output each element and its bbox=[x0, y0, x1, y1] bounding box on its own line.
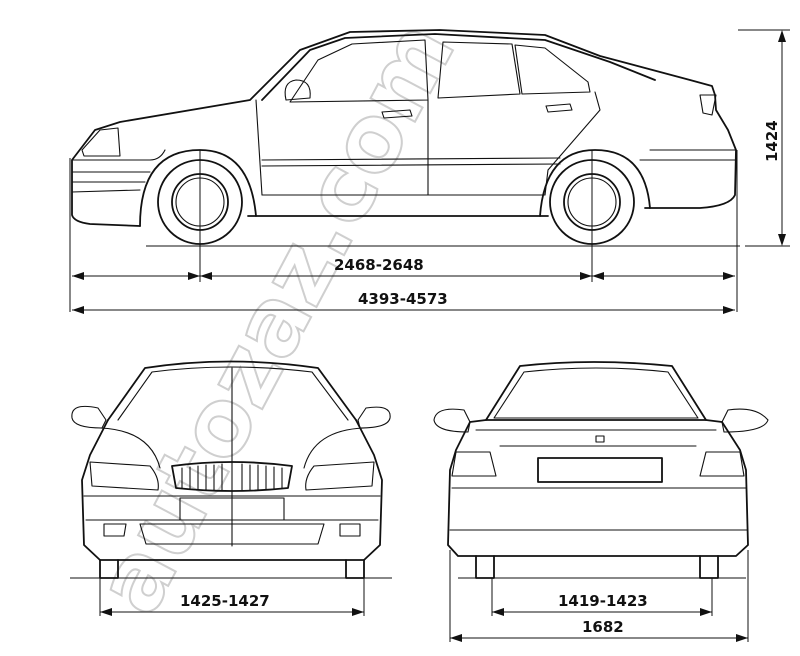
height-dimension: 1424 bbox=[738, 29, 790, 247]
rear-view bbox=[433, 361, 769, 642]
overall-width-label: 1682 bbox=[582, 618, 624, 636]
overall-length-label: 4393-4573 bbox=[358, 290, 448, 308]
overall-width-dimension: 1682 bbox=[450, 618, 748, 642]
side-view bbox=[69, 29, 740, 312]
front-track-label: 1425-1427 bbox=[180, 592, 270, 610]
wheelbase-dimension: 2468-2648 bbox=[72, 256, 735, 280]
overall-length-dimension: 4393-4573 bbox=[72, 290, 735, 314]
rear-track-label: 1419-1423 bbox=[558, 592, 648, 610]
wheelbase-label: 2468-2648 bbox=[334, 256, 424, 274]
watermark-text: autozaz.com bbox=[75, 4, 476, 630]
rear-track-dimension: 1419-1423 bbox=[492, 592, 712, 616]
front-track-dimension: 1425-1427 bbox=[100, 592, 364, 616]
height-label: 1424 bbox=[763, 120, 781, 162]
front-view bbox=[70, 360, 392, 616]
